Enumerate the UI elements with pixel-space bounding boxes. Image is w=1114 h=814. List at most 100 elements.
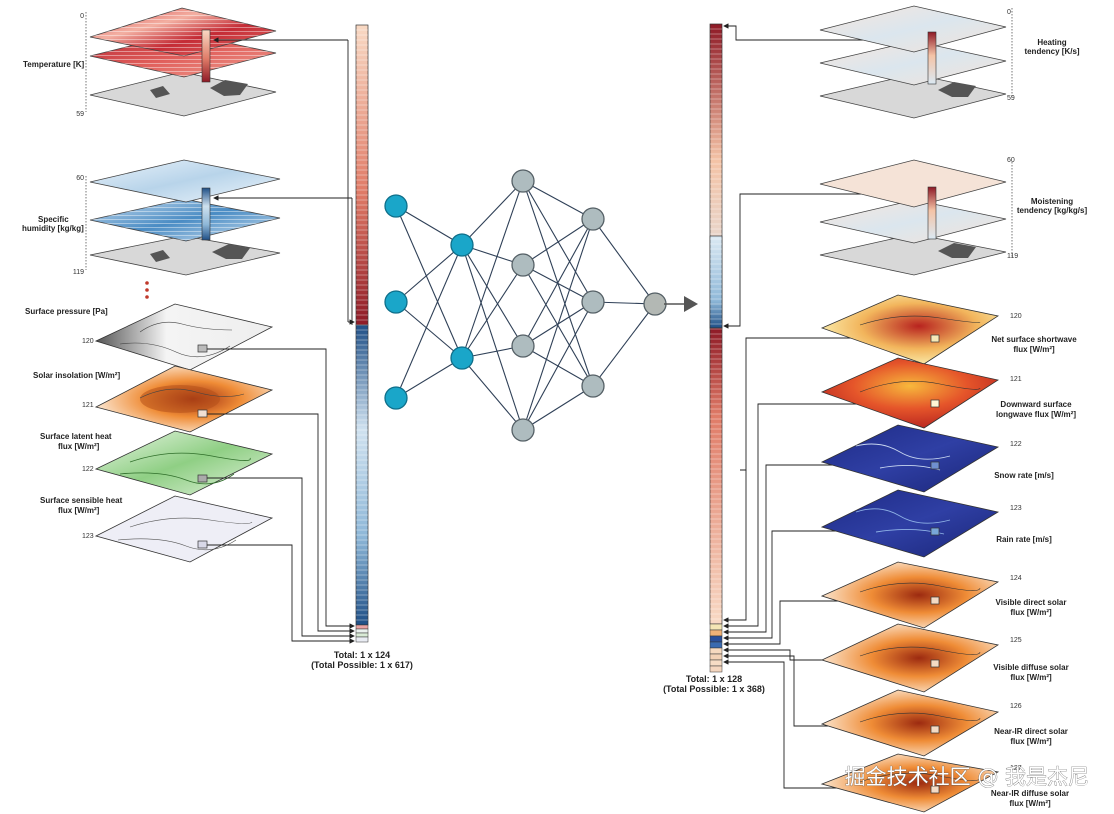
index-label: 120: [1010, 313, 1022, 320]
input-pressure-map: [94, 303, 274, 371]
label-moistening-2: tendency [kg/kg/s]: [1017, 206, 1088, 215]
index-label: 60: [76, 175, 84, 182]
label-insolation: Solar insolation [W/m²]: [33, 371, 120, 380]
output-moistening-stack: [819, 159, 1007, 276]
label-downlw-2: longwave flux [W/m²]: [996, 410, 1076, 419]
label-netsw-2: flux [W/m²]: [1013, 345, 1055, 354]
index-label: 120: [82, 338, 94, 345]
index-label: 123: [1010, 505, 1022, 512]
input-humidity-stack: [89, 159, 281, 276]
label-nirdir-2: flux [W/m²]: [1010, 737, 1052, 746]
network-edge: [592, 303, 656, 387]
label-sensible-2: flux [W/m²]: [58, 506, 100, 515]
network-node: [511, 253, 535, 277]
label-heating-2: tendency [K/s]: [1024, 47, 1079, 56]
output-bar-cell-lines: [710, 28, 722, 620]
input-sensible-map: [94, 495, 274, 563]
input-total-possible: (Total Possible: 1 x 617): [311, 660, 413, 670]
output-netsw-map: [820, 294, 1000, 365]
network-edge: [461, 180, 524, 359]
network-node: [511, 418, 535, 442]
input-latent-map: [94, 430, 274, 496]
label-temperature: Temperature [K]: [23, 60, 85, 69]
label-visdir-2: flux [W/m²]: [1010, 608, 1052, 617]
index-label: 59: [1007, 95, 1015, 102]
network-node: [581, 374, 605, 398]
network-edge: [461, 244, 524, 347]
index-label: 119: [73, 269, 84, 276]
network-node: [511, 169, 535, 193]
index-label: 124: [1010, 575, 1022, 582]
input-bar-cell-lines: [356, 29, 368, 621]
network-node: [643, 292, 667, 316]
network-edge: [522, 301, 594, 431]
index-label: 60: [1007, 157, 1015, 164]
network-edge: [461, 180, 524, 246]
index-label: 127: [1010, 765, 1022, 772]
label-pressure: Surface pressure [Pa]: [25, 307, 108, 316]
network-edge: [395, 205, 463, 359]
output-vector-bar: [709, 23, 723, 673]
index-label: 123: [82, 533, 94, 540]
network-edge: [522, 385, 594, 431]
network-edge: [461, 244, 524, 431]
input-temperature-stack: [89, 7, 277, 117]
network-edge: [522, 218, 594, 347]
ellipsis-dots: [145, 281, 149, 299]
label-nirdif-2: flux [W/m²]: [1009, 799, 1051, 808]
output-visdif-map: [820, 623, 1000, 693]
network-edge: [592, 218, 656, 305]
network-edge: [522, 218, 594, 431]
label-visdir: Visible direct solar: [996, 598, 1067, 607]
label-netsw: Net surface shortwave: [991, 335, 1077, 344]
index-label: 125: [1010, 637, 1022, 644]
label-latent: Surface latent heat: [40, 432, 112, 441]
label-heating: Heating: [1037, 38, 1066, 47]
index-label: 0: [1007, 9, 1011, 16]
label-rain: Rain rate [m/s]: [996, 535, 1052, 544]
network-node: [581, 290, 605, 314]
network-edge: [395, 357, 463, 399]
network-node: [581, 207, 605, 231]
output-arrowhead: [684, 296, 698, 312]
network-edge: [395, 244, 463, 303]
output-total-possible: (Total Possible: 1 x 368): [663, 684, 765, 694]
network-node: [384, 386, 408, 410]
output-nirdif-map: [820, 753, 1000, 813]
input-arrows: [207, 37, 355, 644]
label-visdif-2: flux [W/m²]: [1010, 673, 1052, 682]
index-label: 126: [1010, 703, 1022, 710]
watermark: 掘金技术社区 @ 我是杰尼: [845, 765, 1089, 789]
network-edge: [461, 264, 524, 359]
output-nirdir-map: [820, 689, 1000, 757]
index-label: 59: [76, 111, 84, 118]
index-label: 122: [82, 466, 94, 473]
input-insolation-map: [94, 365, 274, 433]
network-edge: [461, 357, 524, 431]
output-rain-map: [820, 489, 1000, 558]
network-edge: [395, 205, 463, 246]
label-nirdir: Near-IR direct solar: [994, 727, 1068, 736]
label-visdif: Visible diffuse solar: [993, 663, 1068, 672]
index-label: 121: [1010, 376, 1022, 383]
network-node: [384, 194, 408, 218]
index-label: 121: [82, 402, 94, 409]
network-node: [511, 334, 535, 358]
network-edge: [522, 218, 594, 266]
index-label: 0: [80, 13, 84, 20]
output-total: Total: 1 x 128: [686, 674, 742, 684]
network-edge: [395, 244, 463, 399]
network-nodes: [384, 169, 667, 442]
label-humidity: Specific: [38, 215, 69, 224]
label-sensible: Surface sensible heat: [40, 496, 123, 505]
label-latent-2: flux [W/m²]: [58, 442, 100, 451]
label-humidity-2: humidity [kg/kg]: [22, 224, 84, 233]
network-edge: [522, 180, 594, 220]
input-vector-bar: [355, 24, 369, 643]
output-heating-stack: [819, 5, 1007, 119]
input-total: Total: 1 x 124: [334, 650, 390, 660]
label-moistening: Moistening: [1031, 197, 1073, 206]
network-node: [450, 233, 474, 257]
label-downlw: Downward surface: [1000, 400, 1072, 409]
